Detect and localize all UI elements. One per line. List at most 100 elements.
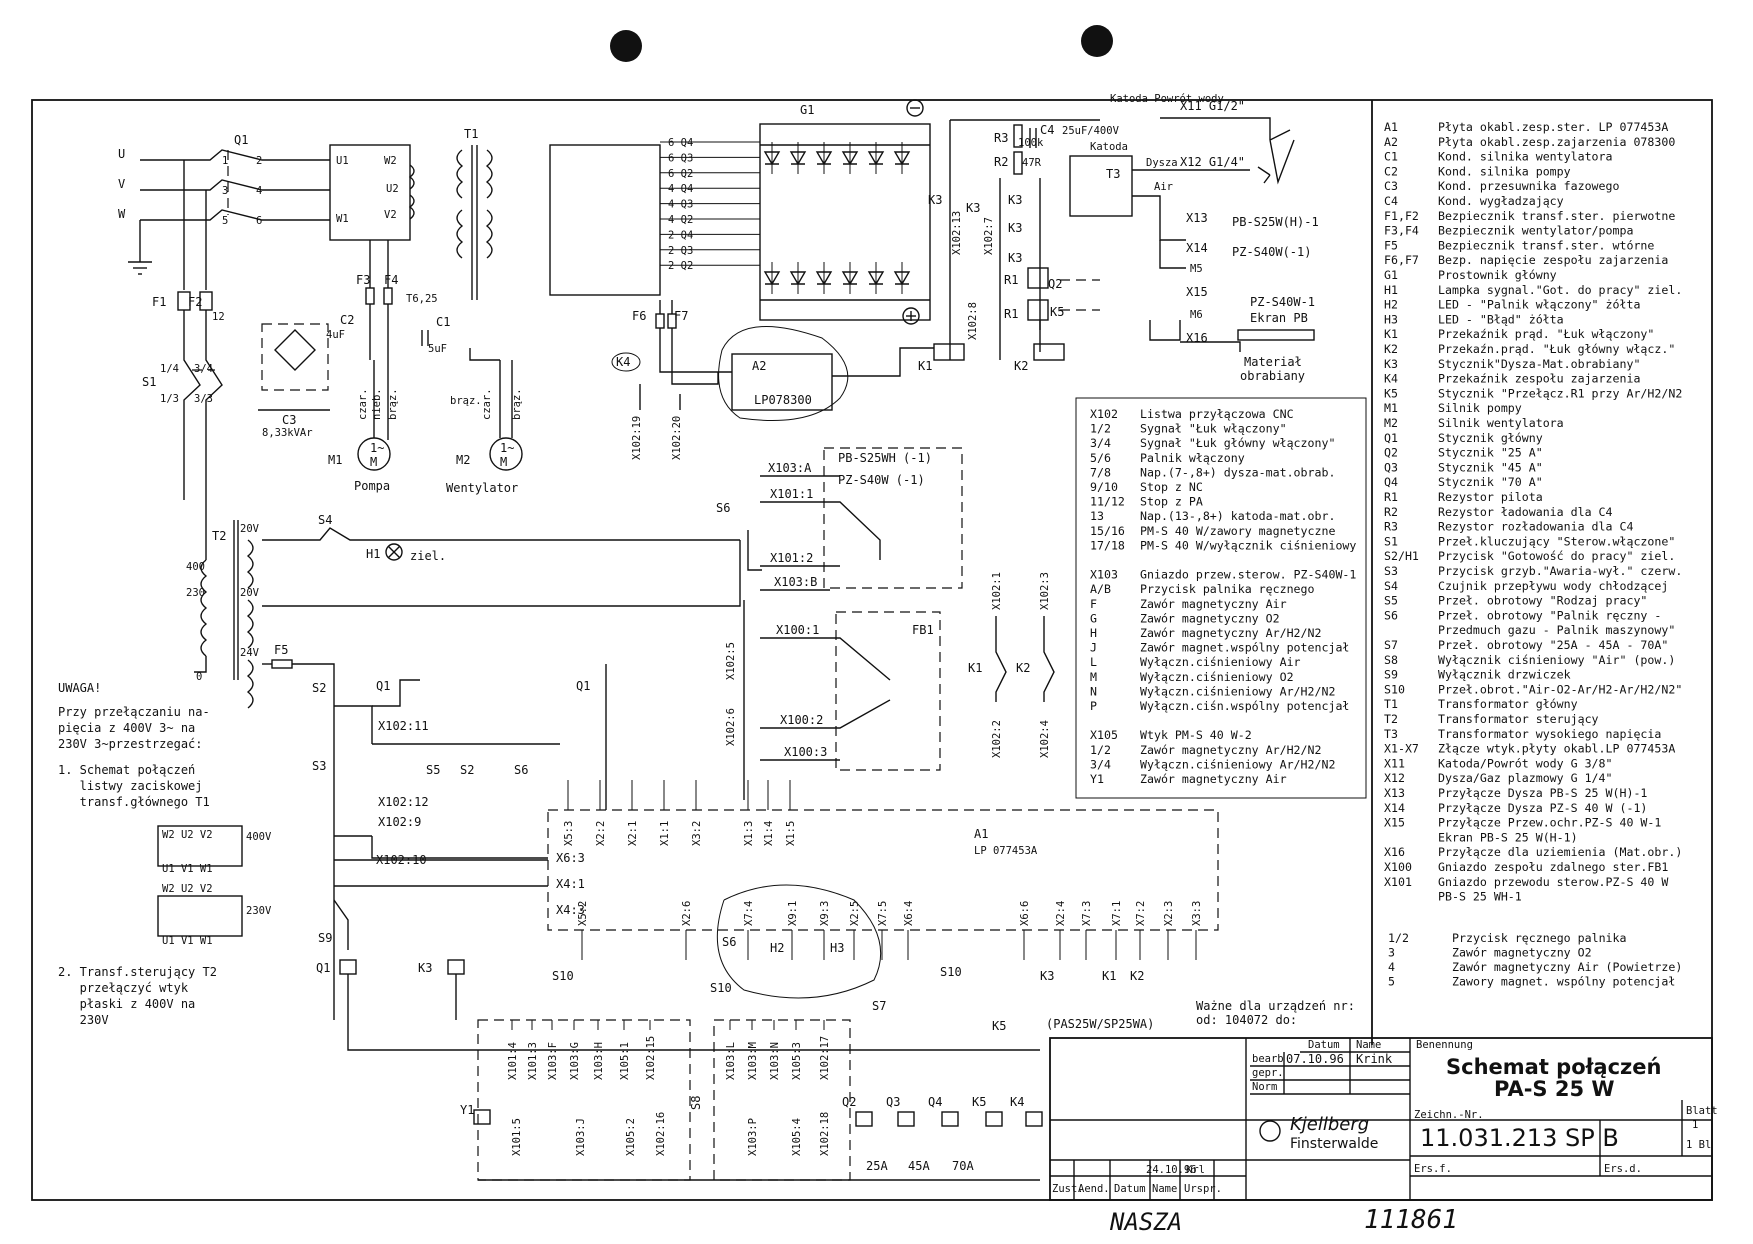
s10-label-b: S10 [710,981,732,995]
legend-text: Gniazdo przewodu sterow.PZ-S 40 W [1438,875,1668,889]
lower-connector-pin-b: X105:4 [791,1118,803,1156]
legend-code: S7 [1384,638,1398,652]
legend-text: Prostownik główny [1438,268,1557,282]
phase-u-label: U [118,147,125,161]
legend-text: Płyta okabl.zesp.zajarzenia 078300 [1438,135,1675,149]
q-terminal-label: 4 Q2 [668,214,693,226]
x102-7-label: X102:7 [983,217,995,255]
lower-connector-pin: X102:15 [645,1036,657,1080]
warning-heading: UWAGA! [58,681,101,695]
variant-label: (PAS25W/SP25WA) [1046,1017,1154,1031]
legend-code: K1 [1384,327,1398,341]
warning-item2-3: płaski z 400V na [58,997,195,1011]
legend-text: Stycznik "25 A" [1438,446,1543,460]
legend-text: Transformator sterujący [1438,712,1599,726]
h3-label: H3 [830,941,844,955]
lower-connector-pin-b: X105:2 [625,1118,637,1156]
legend-code: S2/H1 [1384,549,1419,563]
x12-label: X12 G1/4" [1180,155,1245,169]
tb-row-norm: Norm [1252,1081,1277,1093]
a1-bottom-pin: X2:5 [849,901,861,926]
legend-code: S3 [1384,564,1398,578]
m6-label: M6 [1190,309,1203,321]
k2-label-low: K2 [1130,969,1144,983]
q1-aux-label: Q1 [576,679,590,693]
terminal-code: 1/2 [1090,743,1111,757]
svg-text:12: 12 [212,311,225,323]
s5-label: S5 [426,763,440,777]
k4-coil-label: K4 [1010,1095,1024,1109]
legend-code: S1 [1384,534,1398,548]
terminal-code: 7/8 [1090,465,1111,479]
tb-name: Krink [1356,1052,1393,1066]
svg-text:M: M [500,455,507,469]
legend-text: Przeł. obrotowy "Rodzaj pracy" [1438,594,1647,608]
phase-w-label: W [118,207,126,221]
legend-code: R3 [1384,520,1398,534]
warning-item1-2: listwy zaciskowej [58,779,203,793]
s6-label-c: S6 [722,935,736,949]
r1-label-b: R1 [1004,307,1018,321]
legend-bottom-code: 1/2 [1388,931,1409,945]
legend-text: Przeł. obrotowy "Palnik ręczny - [1438,608,1661,622]
q1-contact-label: Q1 [376,679,390,693]
s10-label-c: S10 [940,965,962,979]
svg-text:3/4: 3/4 [194,363,213,375]
terminal-text: Wyłączn.ciśn.wspólny potencjał [1140,699,1349,713]
t1-label: T1 [464,127,478,141]
legend-code: Q4 [1384,475,1398,489]
terminal-text: Nap.(13-,8+) katoda-mat.obr. [1140,509,1335,523]
legend-text: Bezp. napięcie zespołu zajarzenia [1438,253,1668,267]
c1-label: C1 [436,315,450,329]
legend-code: S9 [1384,668,1398,682]
t2-20v-a: 20V [240,523,260,535]
terminal-code: Y1 [1090,772,1104,786]
pb-s25-label: PB-S25W(H)-1 [1232,215,1319,229]
legend-text: Katoda/Powrót wody G 3/8" [1438,756,1613,770]
k5-label-low: K5 [992,1019,1006,1033]
a1-left-pin: X4:1 [556,877,585,891]
tb-rev-urspr: Urspr. [1184,1183,1222,1195]
terminal-text: Stop z NC [1140,480,1203,494]
f7-label: F7 [674,309,688,323]
a1-bottom-pin: X2:4 [1055,901,1067,926]
svg-text:U1: U1 [336,155,349,167]
lower-connector-pin: X105:3 [791,1042,803,1080]
k3-label-a: K3 [928,193,942,207]
phase-v-label: V [118,177,125,191]
legend-code: K5 [1384,386,1398,400]
legend-text: Płyta okabl.zesp.ster. LP 077453A [1438,120,1668,134]
c1-value: 5uF [428,343,447,355]
legend-text: LED - "Błąd" żółta [1438,312,1564,326]
q3-label-low: Q3 [886,1095,900,1109]
terminal-code: J [1090,641,1097,655]
pompa-label: Pompa [354,479,390,493]
warning-note: UWAGA! Przy przełączaniu na- pięcia z 40… [58,681,272,1027]
tb-date: 07.10.96 [1286,1052,1344,1066]
legend-code: R1 [1384,490,1398,504]
tb-name-col: Name [1356,1039,1381,1051]
terminal-text: Listwa przyłączowa CNC [1140,407,1294,421]
terminal-text: Wyłączn.ciśnieniowy Air [1140,655,1301,669]
legend-text: Stycznik główny [1438,431,1543,445]
motors-section: F3 F4 T6,25 C1 5uF C2 4uF C3 8,33kVAr 1~… [258,240,523,495]
k3-label-b: K3 [966,201,980,215]
a1-bottom-pin: X9:1 [787,901,799,926]
x13-label: X13 [1186,211,1208,225]
legend-text: Przekaźnik zespołu zajarzenia [1438,372,1640,386]
a1-bottom-pin: X9:3 [819,901,831,926]
q-terminal-label: 2 Q2 [668,260,693,272]
tb-rev-aend: Aend. [1078,1183,1110,1195]
h1-colour: ziel. [410,549,446,563]
q1-main-label: Q1 [234,133,248,147]
warning-line-3: 230V 3~przestrzegać: [58,737,203,751]
terminal-text: PM-S 40 W/wyłącznik ciśnieniowy [1140,538,1356,552]
x101-2-label: X101:2 [770,551,813,565]
k4-label: K4 [616,355,630,369]
tb-company: Kjellberg [1290,1114,1369,1135]
k1-label-low: K1 [1102,969,1116,983]
legend-text: Przycisk "Gotowość do pracy" ziel. [1438,549,1675,563]
